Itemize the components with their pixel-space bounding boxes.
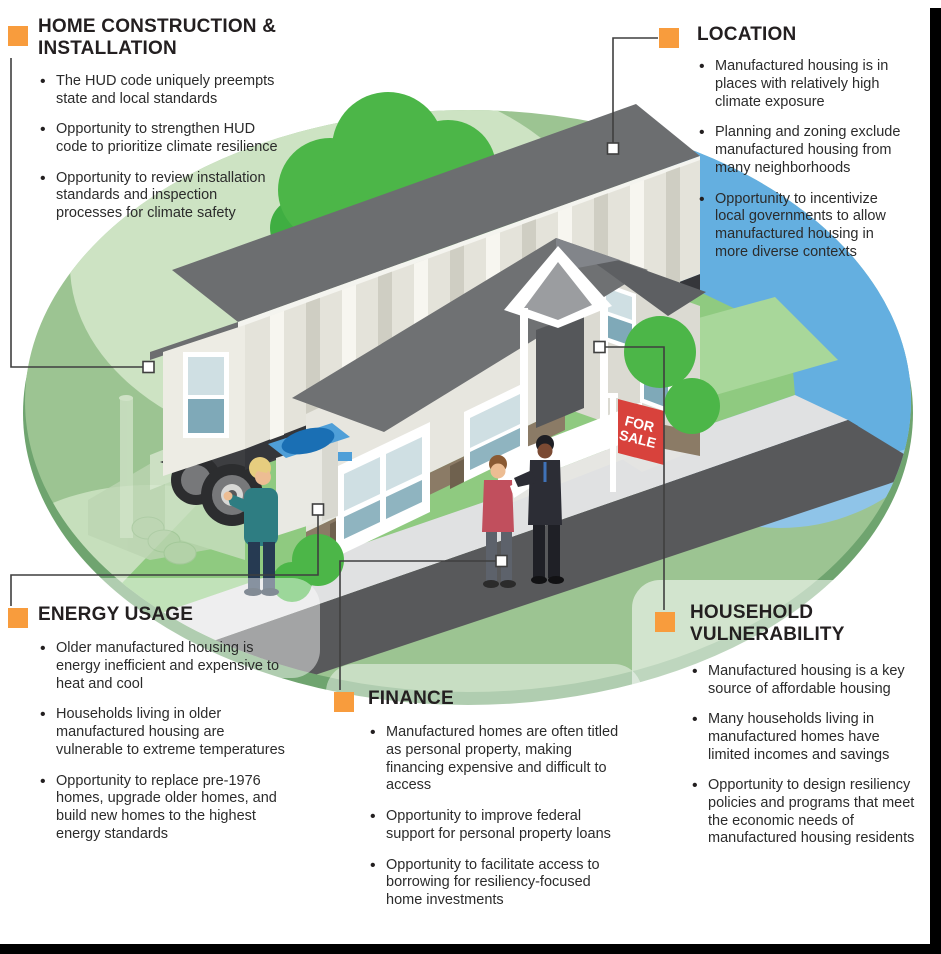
- house-right-window-icon: [602, 282, 636, 352]
- finance-bullet-square: [334, 692, 354, 712]
- bullet-item: Older manufactured housing is energy ine…: [38, 639, 288, 693]
- household-panel-wash: [632, 580, 932, 730]
- bullet-item: Opportunity to design resiliency policie…: [690, 776, 925, 848]
- bullet-item: Opportunity to facilitate access to borr…: [368, 856, 620, 910]
- bullet-item: Opportunity to replace pre-1976 homes, u…: [38, 772, 288, 844]
- bullet-list: Older manufactured housing is energy ine…: [38, 639, 288, 844]
- module-window-icon: [183, 352, 229, 438]
- bullet-item: Opportunity to incentivize local governm…: [697, 190, 905, 262]
- section-energy-usage: ENERGY USAGE Older manufactured housing …: [38, 604, 288, 856]
- section-title: ENERGY USAGE: [38, 604, 194, 625]
- house-front-window-icon: [336, 422, 430, 557]
- bullet-item: Planning and zoning exclude manufactured…: [697, 123, 905, 177]
- energy-bullet-square: [8, 608, 28, 628]
- section-title: HOUSEHOLD VULNERABILITY: [690, 602, 845, 646]
- home-construction-bullet-square: [8, 26, 28, 46]
- section-title: FINANCE: [368, 688, 454, 709]
- bullet-item: Opportunity to review installation stand…: [38, 169, 286, 223]
- bullet-item: Opportunity to strengthen HUD code to pr…: [38, 120, 286, 156]
- bullet-item: Manufactured homes are often titled as p…: [368, 723, 620, 795]
- section-title: HOME CONSTRUCTION & INSTALLATION: [38, 16, 277, 60]
- utility-bin-icon: [268, 423, 352, 536]
- bullet-list: Manufactured housing is a key source of …: [690, 662, 925, 848]
- bullet-item: Manufactured housing is a key source of …: [690, 662, 925, 698]
- household-bullet-square: [655, 612, 675, 632]
- bullet-item: Households living in older manufactured …: [38, 705, 288, 759]
- bullet-list: The HUD code uniquely preempts state and…: [38, 72, 286, 223]
- section-title: LOCATION: [697, 24, 797, 45]
- page-border-bottom: [0, 944, 941, 954]
- bullet-item: Opportunity to improve federal support f…: [368, 807, 620, 843]
- handshake-figures-icon: [482, 435, 564, 588]
- bullet-item: Manufactured housing is in places with r…: [697, 57, 905, 111]
- bullet-list: Manufactured homes are often titled as p…: [368, 723, 620, 910]
- bullet-item: Many households living in manufactured h…: [690, 710, 925, 764]
- bullet-item: The HUD code uniquely preempts state and…: [38, 72, 286, 108]
- section-household-vulnerability: HOUSEHOLD VULNERABILITY Manufactured hou…: [690, 602, 925, 861]
- section-location: LOCATION Manufactured housing is in plac…: [697, 24, 905, 274]
- section-home-construction: HOME CONSTRUCTION & INSTALLATION The HUD…: [38, 16, 286, 236]
- location-bullet-square: [659, 28, 679, 48]
- page-border-right: [930, 8, 941, 954]
- section-finance: FINANCE Manufactured homes are often tit…: [368, 688, 620, 923]
- bullet-list: Manufactured housing is in places with r…: [697, 57, 905, 262]
- road: [113, 420, 911, 692]
- backyard-patch: [655, 297, 838, 398]
